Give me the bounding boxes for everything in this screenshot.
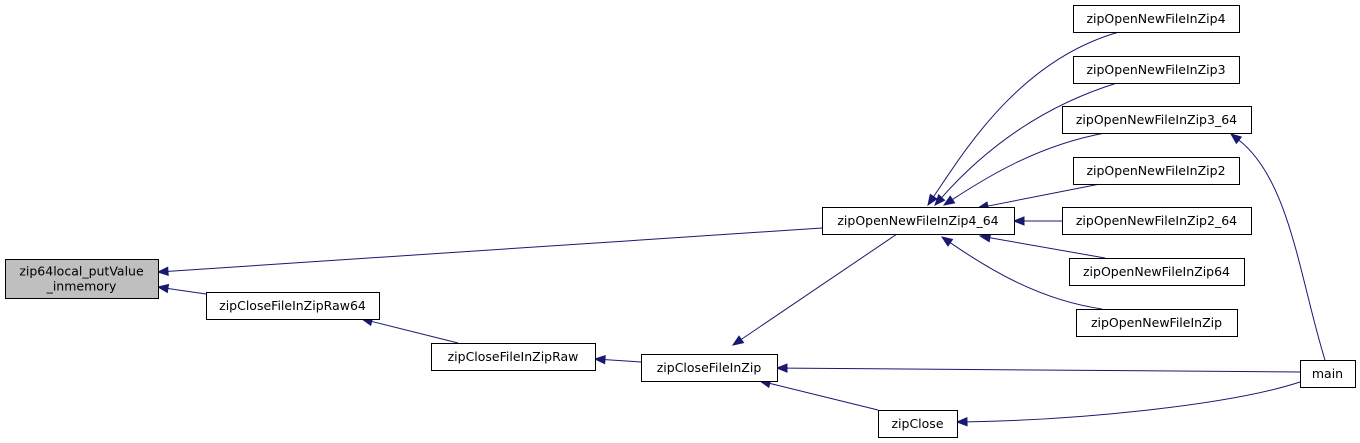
arrowhead-icon — [940, 236, 954, 247]
node-box — [1073, 5, 1240, 33]
edge-line — [952, 132, 1106, 200]
node-label: zipOpenNewFileInZip3_64 — [1076, 112, 1237, 127]
edge-line — [941, 82, 1118, 198]
node-zipCloseFileInZip[interactable]: zipCloseFileInZip — [641, 354, 778, 382]
node-label: zipOpenNewFileInZip2 — [1086, 163, 1225, 178]
edge-line — [966, 381, 1301, 423]
edge-zipCloseFileInZipRaw-to-zipCloseFileInZip — [593, 354, 642, 365]
node-label: zipOpenNewFileInZip — [1091, 315, 1222, 330]
arrowhead-icon — [731, 335, 745, 346]
node-box — [878, 410, 958, 438]
node-label: zipOpenNewFileInZip64 — [1083, 264, 1230, 279]
edge-zipOpenNewFileInZip4_64-to-zipOpenNewFileInZip4 — [927, 31, 1120, 207]
arrowhead-icon — [955, 417, 968, 427]
edge-zipOpenNewFileInZip4_64-to-zipOpenNewFileInZip2_64 — [1012, 216, 1062, 226]
edge-zipOpenNewFileInZip4_64-to-zipOpenNewFileInZip3 — [934, 82, 1118, 207]
arrowhead-icon — [1229, 133, 1243, 145]
edge-line — [989, 237, 1106, 259]
node-box — [1069, 258, 1245, 286]
arrowhead-icon — [775, 363, 788, 373]
node-zipCloseFileInZipRaw64[interactable]: zipCloseFileInZipRaw64 — [206, 292, 380, 320]
node-box — [1062, 106, 1252, 134]
edge-line — [167, 287, 207, 295]
node-label: zip64local_putValue — [19, 264, 144, 279]
edge-line — [949, 242, 1103, 310]
node-label: _inmemory — [46, 279, 117, 294]
node-box — [1073, 56, 1240, 84]
edge-zipCloseFileInZip-to-main — [775, 363, 1301, 373]
arrowhead-icon — [156, 283, 170, 294]
edge-zip64local_putValue_inmemory-to-zipCloseFileInZipRaw64 — [156, 283, 207, 295]
node-zipOpenNewFileInZip4[interactable]: zipOpenNewFileInZip4 — [1073, 5, 1240, 33]
edge-zipOpenNewFileInZip4_64-to-zipOpenNewFileInZip3_64 — [942, 132, 1106, 206]
node-box — [206, 292, 380, 320]
edge-line — [167, 227, 823, 272]
node-label: zipOpenNewFileInZip2_64 — [1076, 213, 1237, 228]
edge-zipOpenNewFileInZip3_64-to-main — [1229, 133, 1326, 361]
arrowhead-icon — [942, 195, 956, 206]
node-main[interactable]: main — [1300, 360, 1356, 388]
node-box — [822, 207, 1015, 235]
edge-line — [604, 359, 642, 363]
node-box — [1073, 157, 1240, 185]
node-box — [431, 343, 596, 371]
node-label: zipCloseFileInZipRaw64 — [219, 298, 366, 313]
edge-line — [371, 320, 459, 344]
node-zipClose[interactable]: zipClose — [878, 410, 958, 438]
edge-line — [741, 233, 898, 340]
arrowhead-icon — [1012, 216, 1025, 226]
nodes-layer: zip64local_putValue_inmemory zipOpenNewFi… — [5, 5, 1356, 438]
arrowhead-icon — [593, 354, 606, 365]
node-label: zipCloseFileInZip — [657, 360, 762, 375]
node-box — [1062, 207, 1252, 235]
node-box — [1076, 309, 1238, 337]
edge-line — [987, 183, 1101, 207]
node-label: zipOpenNewFileInZip4_64 — [837, 213, 998, 228]
node-zipOpenNewFileInZip2-64[interactable]: zipOpenNewFileInZip2_64 — [1062, 207, 1252, 235]
node-zipCloseFileInZipRaw[interactable]: zipCloseFileInZipRaw — [431, 343, 596, 371]
node-label: zipCloseFileInZipRaw — [448, 349, 579, 364]
edge-line — [769, 382, 879, 411]
node-box — [5, 259, 159, 299]
edge-zipOpenNewFileInZip4_64-to-zipCloseFileInZip — [731, 233, 898, 346]
edge-line — [933, 31, 1120, 197]
node-label: zipOpenNewFileInZip3 — [1086, 62, 1225, 77]
node-zipOpenNewFileInZip3-64[interactable]: zipOpenNewFileInZip3_64 — [1062, 106, 1252, 134]
node-box — [641, 354, 778, 382]
node-zipOpenNewFileInZip[interactable]: zipOpenNewFileInZip — [1076, 309, 1238, 337]
edge-zipClose-to-main — [955, 381, 1301, 427]
node-label: zipOpenNewFileInZip4 — [1086, 11, 1225, 26]
node-zipOpenNewFileInZip2[interactable]: zipOpenNewFileInZip2 — [1073, 157, 1240, 185]
arrowhead-icon — [156, 266, 169, 277]
edge-line — [786, 367, 1301, 373]
edge-zipOpenNewFileInZip4_64-to-zipOpenNewFileInZip — [940, 236, 1103, 310]
edge-line — [1238, 139, 1326, 361]
node-box — [1300, 360, 1356, 388]
node-zipOpenNewFileInZip3[interactable]: zipOpenNewFileInZip3 — [1073, 56, 1240, 84]
node-zipOpenNewFileInZip4-64[interactable]: zipOpenNewFileInZip4_64 — [822, 207, 1015, 235]
edge-zip64local_putValue_inmemory-to-zipOpenNewFileInZip4_64 — [156, 227, 823, 277]
node-zipOpenNewFileInZip64[interactable]: zipOpenNewFileInZip64 — [1069, 258, 1245, 286]
node-label: main — [1312, 366, 1343, 381]
node-zip64local-putValue-inmemory[interactable]: zip64local_putValue_inmemory — [5, 259, 159, 299]
arrowhead-icon — [927, 193, 938, 207]
node-label: zipClose — [891, 416, 943, 431]
arrowhead-icon — [934, 194, 946, 207]
